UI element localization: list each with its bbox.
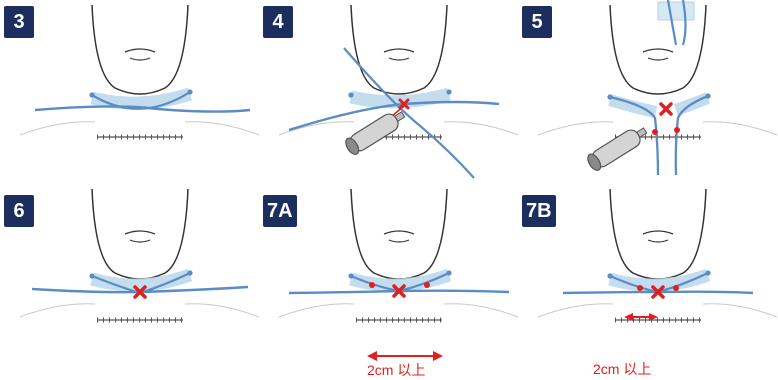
red-dot (673, 285, 679, 291)
anchor-dot (607, 273, 612, 278)
step-7b-illustration (518, 189, 777, 378)
red-dot (637, 285, 643, 291)
anchor-dot (89, 92, 94, 97)
red-dot (424, 282, 430, 288)
step-4-illustration (259, 0, 518, 189)
neck-figure (538, 5, 777, 135)
cord-top (683, 0, 686, 45)
panel-5: 5 (518, 0, 777, 189)
step-5-illustration (518, 0, 777, 189)
fixation-tape (658, 2, 694, 20)
red-dot (369, 282, 375, 288)
distance-note: 2cm 以上 (367, 360, 425, 380)
distance-note: 2cm 以上 (593, 359, 651, 379)
anchor-dot (607, 94, 612, 99)
red-dot (652, 129, 658, 135)
sheath (610, 100, 656, 112)
anchor-dot (187, 270, 192, 275)
panel-7a: 7A 2cm 以上 (259, 189, 518, 378)
panel-7b: 7B 2cm 以上 (518, 189, 777, 378)
neck-figure (279, 189, 518, 317)
step-badge: 7A (263, 195, 297, 227)
anchor-dot (348, 273, 353, 278)
step-badge: 7B (522, 195, 556, 227)
anchor-dot (446, 270, 451, 275)
step-badge: 5 (522, 6, 552, 38)
neck-figure (20, 5, 259, 135)
red-dot (674, 127, 680, 133)
panel-6: 6 (0, 189, 259, 378)
neck-figure (20, 189, 259, 317)
step-3-illustration (0, 0, 259, 189)
step-badge: 6 (4, 195, 34, 227)
anchor-dot (705, 93, 710, 98)
syringe (585, 123, 650, 173)
step-badge: 3 (4, 6, 34, 38)
red-x-mark (661, 104, 671, 114)
step-badge: 4 (263, 6, 293, 38)
panel-3: 3 (0, 0, 259, 189)
syringe (343, 107, 408, 157)
neck-figure (538, 189, 777, 317)
anchor-dot (446, 89, 451, 94)
anchor-dot (187, 89, 192, 94)
anchor-dot (348, 92, 353, 97)
anchor-dot (89, 273, 94, 278)
step-7a-illustration (259, 189, 518, 378)
panel-4: 4 (259, 0, 518, 189)
step-6-illustration (0, 189, 259, 378)
cord-diagonal (344, 48, 474, 178)
anchor-dot (705, 270, 710, 275)
